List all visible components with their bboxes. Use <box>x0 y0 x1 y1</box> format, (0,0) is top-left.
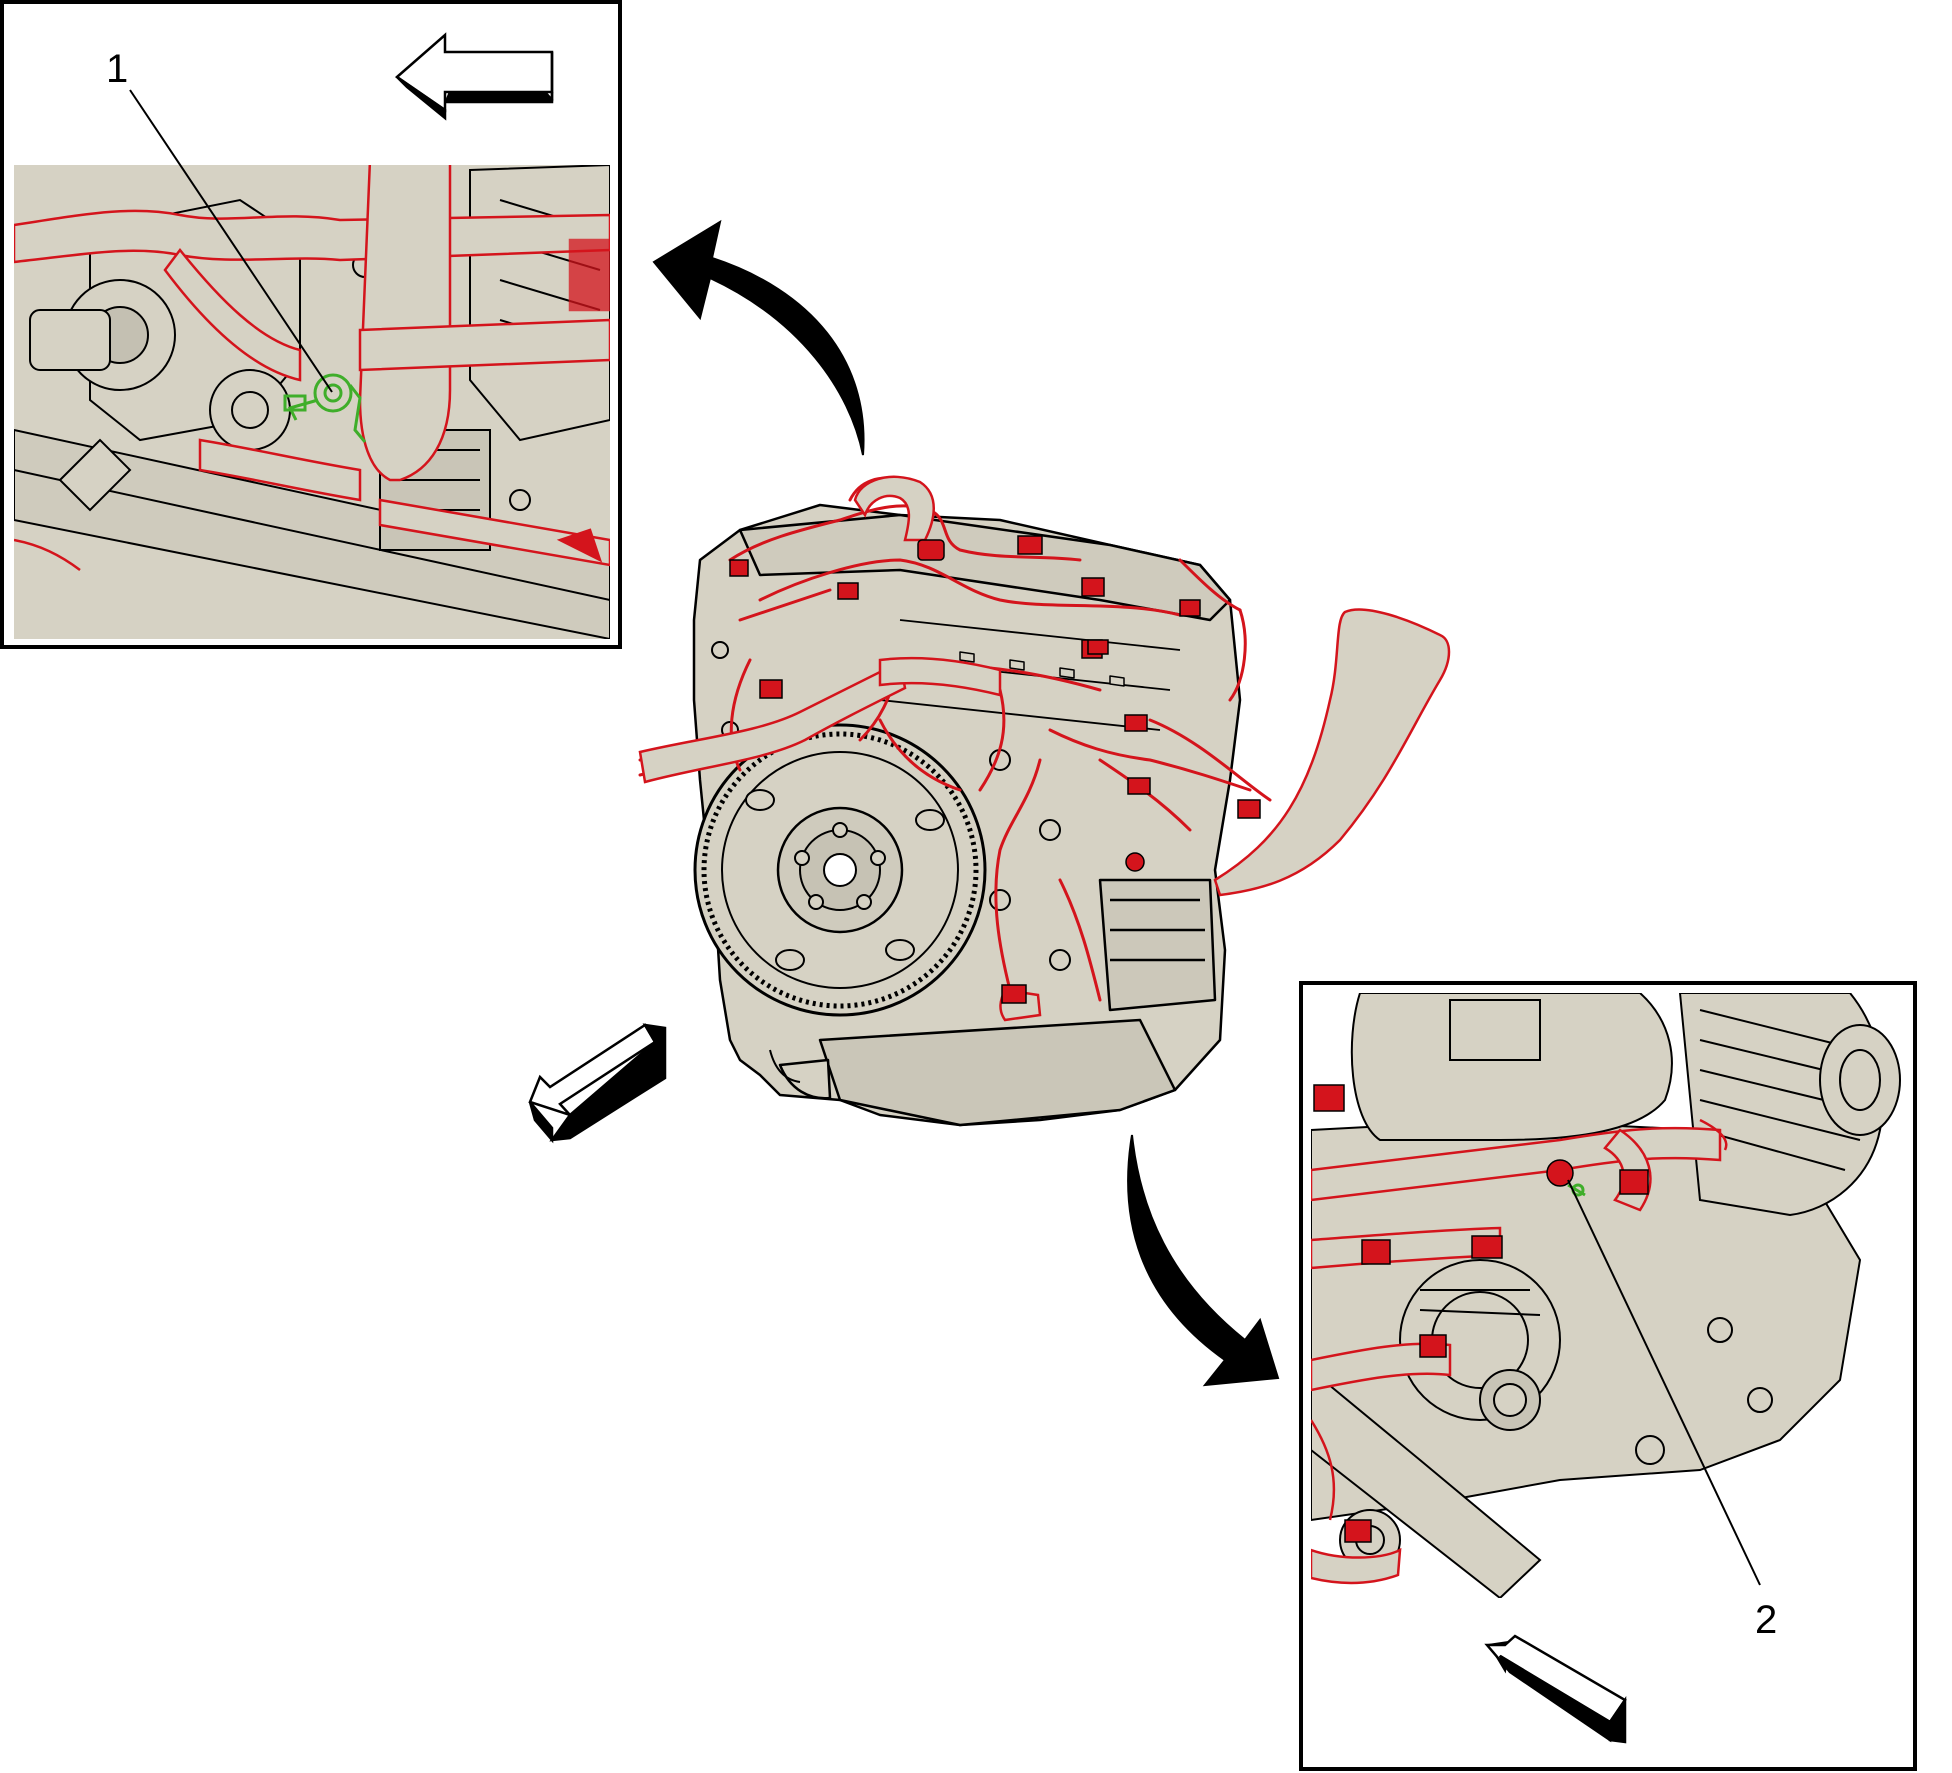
leader-line-1 <box>129 89 333 393</box>
direction-arrow-icon <box>394 32 554 121</box>
air-duct <box>1213 608 1451 897</box>
ground-bolt-icon <box>283 373 367 443</box>
detail-view-top-left: 1 <box>0 0 622 649</box>
direction-arrow-icon <box>1484 1634 1627 1744</box>
direction-arrow-icon <box>528 1023 667 1144</box>
harness-connectors <box>729 535 1261 1004</box>
callout-1: 1 <box>106 47 128 91</box>
rotate-view-arrow-icon <box>652 219 865 456</box>
engine-assembly <box>638 475 1451 1127</box>
leader-line-2 <box>1567 1179 1761 1586</box>
rotate-view-arrow-icon <box>1127 1134 1280 1387</box>
flywheel <box>693 723 987 1017</box>
detail-view-bottom-right: 2 <box>1299 981 1917 1771</box>
callout-2: 2 <box>1755 1598 1777 1642</box>
